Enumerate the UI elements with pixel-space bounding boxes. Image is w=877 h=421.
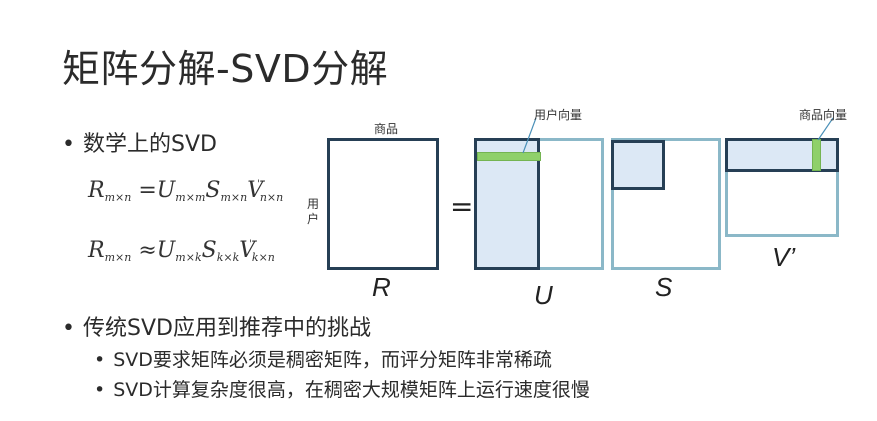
matrix-U-letter: U: [534, 280, 553, 310]
formula-V-prime: ': [257, 179, 260, 190]
formula-U-subscript: m×k: [175, 251, 202, 264]
bullet-math-svd: • 数学上的SVD: [62, 126, 217, 158]
matrix-R: [327, 138, 439, 270]
formula-S-subscript: m×n: [220, 191, 248, 204]
formula-R: R: [88, 178, 105, 203]
formula-U: U: [156, 238, 176, 263]
formula-R-subscript: m×n: [104, 251, 132, 264]
formula-S: S: [201, 238, 217, 263]
user-vector-label: 用户向量: [534, 108, 583, 122]
formula-exact-svd: Rm×n =Um×mSm×nV'n×n: [88, 178, 283, 204]
sub-bullet-label: SVD计算复杂度很高，在稠密大规模矩阵上运行速度很慢: [113, 379, 590, 401]
formula-U-subscript: m×m: [175, 191, 206, 204]
formula-S: S: [205, 178, 221, 203]
formula-V-subscript: n×n: [259, 191, 284, 204]
formula-approx-svd: Rm×n ≈Um×kSk×kV'k×n: [88, 238, 275, 264]
bullet-dot: •: [62, 316, 75, 341]
item-vector-highlight: [812, 139, 821, 171]
bullet-dot: •: [94, 379, 106, 401]
bullet-label: 传统SVD应用到推荐中的挑战: [82, 316, 371, 341]
sub-bullet-complexity: • SVD计算复杂度很高，在稠密大规模矩阵上运行速度很慢: [94, 375, 590, 402]
item-vector-label: 商品向量: [799, 108, 848, 122]
goods-axis-label: 商品: [374, 122, 399, 136]
formula-R: R: [88, 238, 105, 263]
matrix-R-letter: R: [372, 272, 391, 302]
bullet-dot: •: [62, 132, 75, 157]
formula-V: V: [239, 238, 256, 263]
equal-sign: =: [450, 190, 474, 223]
bullet-label: 数学上的SVD: [82, 132, 217, 157]
bullet-dot: •: [94, 349, 106, 371]
formula-R-subscript: m×n: [104, 191, 132, 204]
user-axis-label-1: 用: [307, 197, 320, 211]
page-title: 矩阵分解-SVD分解: [62, 47, 389, 91]
formula-V-subscript: k×n: [251, 251, 275, 264]
formula-U: U: [156, 178, 176, 203]
user-axis-label-2: 户: [307, 212, 320, 226]
sub-bullet-label: SVD要求矩阵必须是稠密矩阵，而评分矩阵非常稀疏: [113, 349, 552, 371]
formula-S-subscript: k×k: [216, 251, 240, 264]
bullet-challenges: • 传统SVD应用到推荐中的挑战: [62, 310, 371, 342]
matrix-S-active-block: [611, 140, 665, 190]
formula-operator: =: [138, 178, 157, 203]
sub-bullet-dense: • SVD要求矩阵必须是稠密矩阵，而评分矩阵非常稀疏: [94, 345, 552, 372]
matrix-S-letter: S: [655, 272, 673, 302]
formula-V-prime: ': [249, 239, 252, 250]
formula-V: V: [247, 178, 264, 203]
matrix-V-letter: V’: [772, 242, 796, 272]
user-vector-highlight: [477, 152, 541, 161]
matrix-V-active-rows: [725, 138, 839, 172]
formula-operator: ≈: [138, 238, 157, 263]
